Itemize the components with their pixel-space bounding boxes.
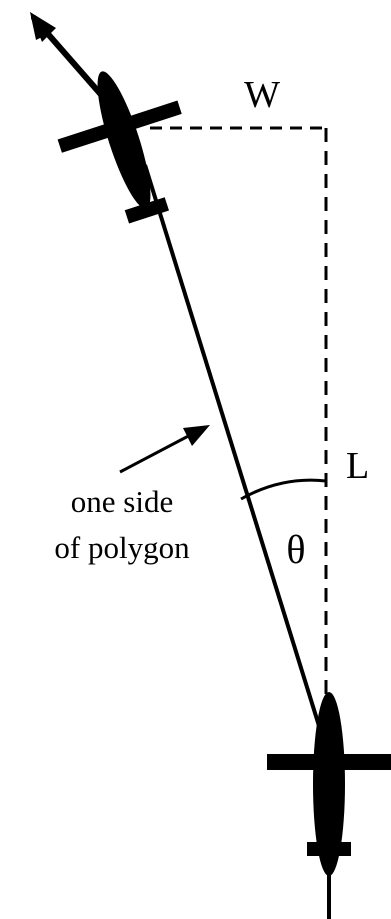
dashed-reference-lines [150,126,328,742]
annotation-text-line1: one side [71,484,173,519]
theta-label: θ [286,527,305,572]
theta-angle-arc [240,478,327,501]
l-label: L [346,445,369,487]
arrow-up-left-icon [30,12,107,101]
w-label: W [244,74,280,116]
polygon-side-line [143,164,326,743]
annotation-text-line2: of polygon [54,530,190,565]
top-airplane-icon [57,71,182,224]
annotation-arrow [119,425,210,474]
bottom-airplane-icon [267,692,391,919]
